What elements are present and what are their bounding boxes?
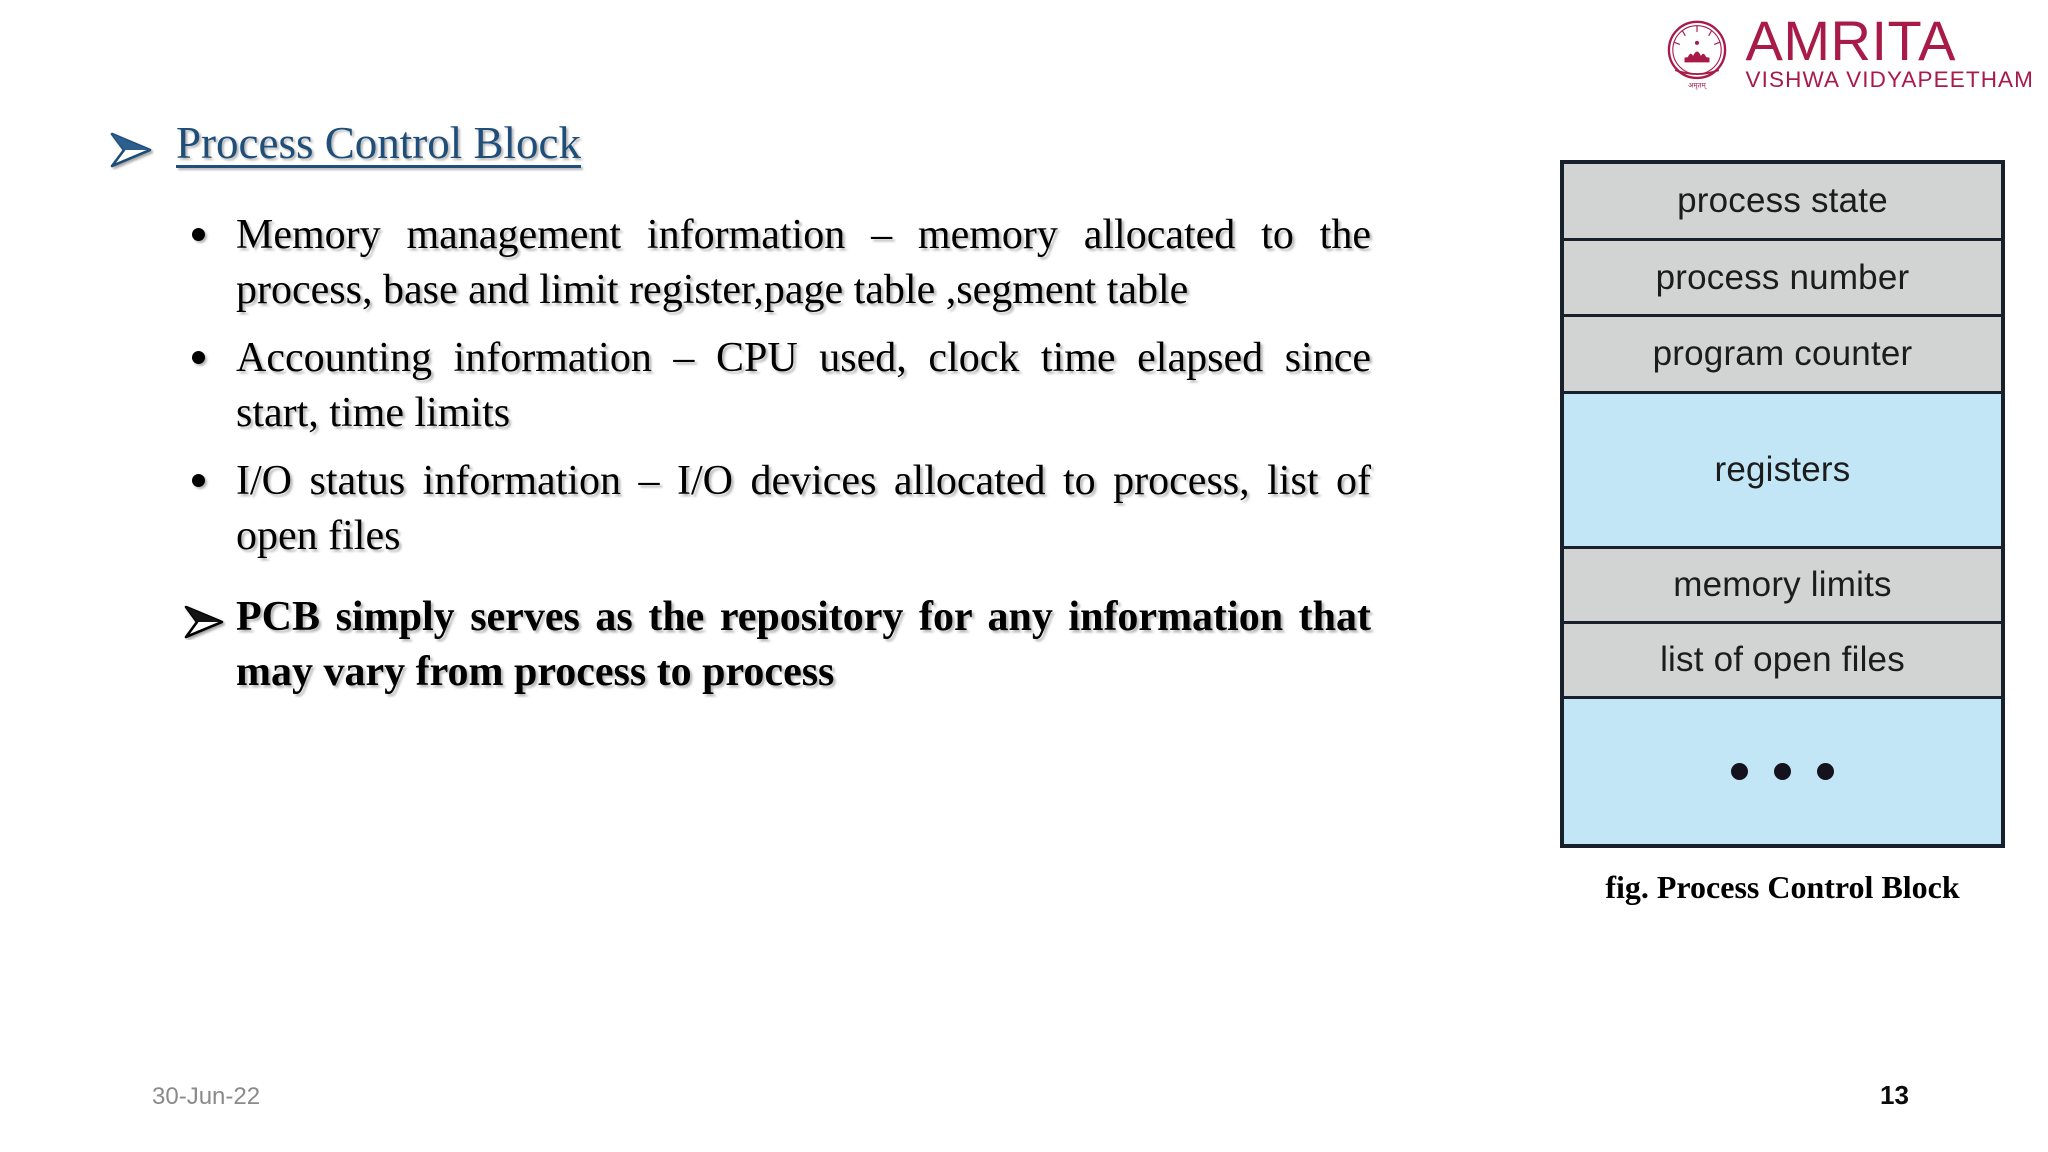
emphasis-item: PCB simply serves as the repository for … (184, 590, 1371, 702)
pcb-row-list-of-open-files: list of open files (1564, 624, 2001, 699)
pcb-row-label: list of open files (1660, 640, 1905, 679)
ellipsis-dot-icon (1817, 763, 1834, 780)
list-item-text: I/O status information – I/O devices all… (236, 458, 1371, 559)
list-item-text: Accounting information – CPU used, clock… (236, 335, 1371, 436)
figure-caption: fig. Process Control Block (1605, 869, 1960, 905)
pcb-row-label: process state (1677, 181, 1888, 220)
list-item: Memory management information – memory a… (186, 208, 1371, 317)
pcb-row-label: program counter (1652, 334, 1913, 373)
logo-subtitle: VISHWA VIDYAPEETHAM (1745, 67, 2034, 93)
pcb-row-memory-limits: memory limits (1564, 549, 2001, 624)
page-title: Process Control Block (176, 118, 581, 168)
pcb-row-label: registers (1714, 450, 1851, 489)
bullet-list: Memory management information – memory a… (184, 208, 1371, 702)
bullet-dot-icon (192, 351, 205, 365)
list-item: I/O status information – I/O devices all… (186, 454, 1371, 563)
pcb-row-program-counter: program counter (1564, 317, 2001, 394)
emphasis-text: PCB simply serves as the repository for … (236, 593, 1371, 696)
pcb-diagram: process state process number program cou… (1560, 160, 2005, 907)
logo-wordmark: AMRITA (1745, 9, 1956, 73)
ellipsis-dot-icon (1731, 763, 1748, 780)
slide-heading: Process Control Block (108, 118, 581, 170)
pcb-row-registers: registers (1564, 394, 2001, 549)
pcb-box: process state process number program cou… (1560, 160, 2005, 848)
arrow-bullet-icon (110, 132, 152, 168)
ellipsis-dot-icon (1774, 763, 1791, 780)
bullet-dot-icon (192, 474, 205, 488)
amrita-logo: अमृतम् AMRITA VISHWA VIDYAPEETHAM (1658, 9, 2034, 93)
pcb-row-label: memory limits (1673, 565, 1892, 604)
bullet-dot-icon (192, 228, 205, 241)
list-item: Accounting information – CPU used, clock… (186, 331, 1371, 440)
pcb-row-ellipsis (1564, 699, 2001, 844)
pcb-row-process-state: process state (1564, 164, 2001, 241)
svg-text:अमृतम्: अमृतम् (1688, 82, 1707, 89)
amrita-temple-emblem-icon: अमृतम् (1667, 20, 1726, 89)
page-number: 13 (1880, 1080, 1909, 1110)
pcb-row-label: process number (1655, 257, 1910, 297)
footer-date: 30-Jun-22 (152, 1083, 261, 1110)
pcb-row-process-number: process number (1564, 241, 2001, 317)
list-item-text: Memory management information – memory a… (236, 212, 1371, 313)
arrow-bullet-icon (184, 605, 224, 638)
